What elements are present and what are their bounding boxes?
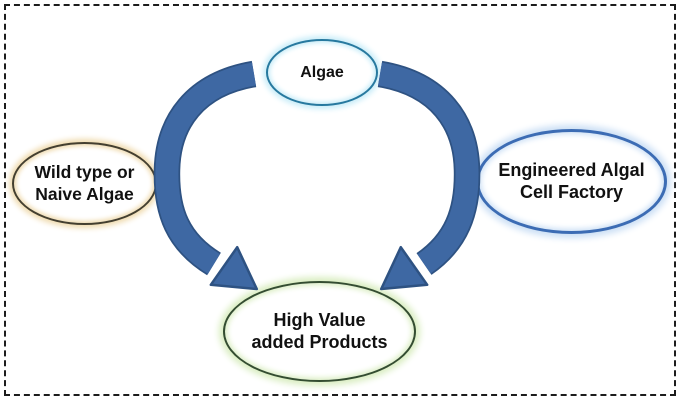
curved-arrow-left-outline (153, 60, 257, 276)
node-wild-type-label-line2: Naive Algae (35, 183, 134, 204)
node-products-label-line1: High Value (273, 309, 366, 330)
node-engineered-label-line1: Engineered Algal (498, 159, 645, 180)
node-high-value-added-products: High Value added Products (223, 281, 416, 382)
curved-arrow-left (153, 60, 259, 291)
node-algae: Algae (266, 39, 378, 106)
node-engineered-label-line2: Cell Factory (519, 181, 624, 202)
node-engineered-algal-cell-factory: Engineered Algal Cell Factory (476, 129, 667, 234)
curved-arrow-right (377, 60, 481, 291)
node-products-label-line2: added Products (251, 331, 388, 352)
node-wild-type-algae: Wild type or Naive Algae (12, 142, 157, 225)
curved-arrow-left-body (155, 62, 257, 274)
arrowhead-left-icon (209, 245, 259, 291)
node-algae-label: Algae (300, 63, 344, 81)
curved-arrow-right-body (377, 62, 479, 274)
curved-arrow-right-outline (377, 60, 481, 275)
node-wild-type-label-line1: Wild type or (34, 162, 135, 183)
arrowhead-right-icon (379, 245, 429, 291)
